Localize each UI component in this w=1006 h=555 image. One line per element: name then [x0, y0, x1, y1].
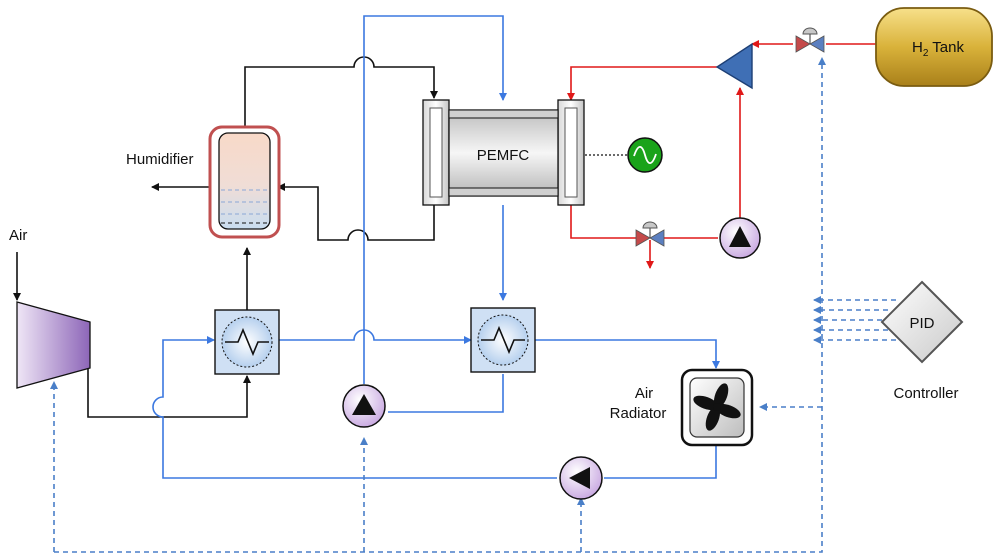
anode-exit-line	[570, 205, 636, 239]
hx2-to-radiator-line	[535, 339, 720, 369]
coolant-riser-to-stack-line	[363, 15, 507, 384]
heat-exchanger-1	[214, 309, 280, 375]
coolant-pump-1	[342, 384, 386, 428]
h2-tank-label: H2 Tank	[912, 39, 964, 59]
hx1-to-hx2-line	[279, 329, 472, 344]
h2-supply-valve	[795, 27, 825, 53]
pump2-to-hx1-line	[152, 336, 557, 479]
heat-exchanger-2	[470, 307, 536, 373]
pid-controller	[880, 280, 964, 364]
valve-icon	[635, 229, 651, 247]
h2-tank	[875, 7, 993, 87]
compressor-icon	[16, 301, 91, 389]
air-radiator-label-line1: Air	[635, 385, 653, 402]
tank-label-suffix: Tank	[928, 39, 964, 56]
air-label: Air	[9, 227, 27, 244]
ejector-to-stack-line	[567, 66, 717, 101]
humidifier-inner	[218, 132, 271, 230]
hx2-to-pump1-line	[388, 374, 504, 413]
tank-label-subscript: 2	[923, 48, 929, 59]
pid-label: PID	[909, 315, 934, 332]
generator	[627, 137, 663, 173]
stack-exhaust-to-humidifier-line	[277, 183, 435, 241]
controller-label: Controller	[893, 385, 958, 402]
air-radiator	[680, 368, 754, 447]
pemfc-label: PEMFC	[477, 147, 530, 164]
air-radiator-label-line2: Radiator	[610, 405, 667, 422]
h2-recirculation-pump	[719, 217, 761, 259]
valve-icon	[795, 35, 811, 53]
hydrogen-lines	[567, 40, 876, 269]
compressor	[16, 301, 91, 389]
ejector-icon	[715, 42, 753, 90]
humidifier-to-stack-line	[244, 56, 438, 130]
stack-body	[448, 109, 559, 197]
air-lines	[13, 56, 438, 418]
radiator-to-pump2-line	[604, 446, 717, 479]
coolant-pump-2	[559, 456, 603, 500]
coolant-lines	[152, 15, 720, 479]
hydrogen-tank-icon	[875, 7, 993, 87]
tank-label-prefix: H	[912, 39, 923, 56]
humidifier-label: Humidifier	[126, 151, 194, 168]
pemfc-stack	[422, 99, 585, 206]
pid-controller-icon	[880, 280, 964, 364]
ejector	[715, 42, 753, 90]
control-bus-line	[54, 64, 823, 553]
compressor-to-hx1-line	[87, 365, 251, 418]
humidifier	[208, 125, 281, 239]
control-lines	[50, 57, 896, 553]
purge-valve	[635, 221, 665, 247]
